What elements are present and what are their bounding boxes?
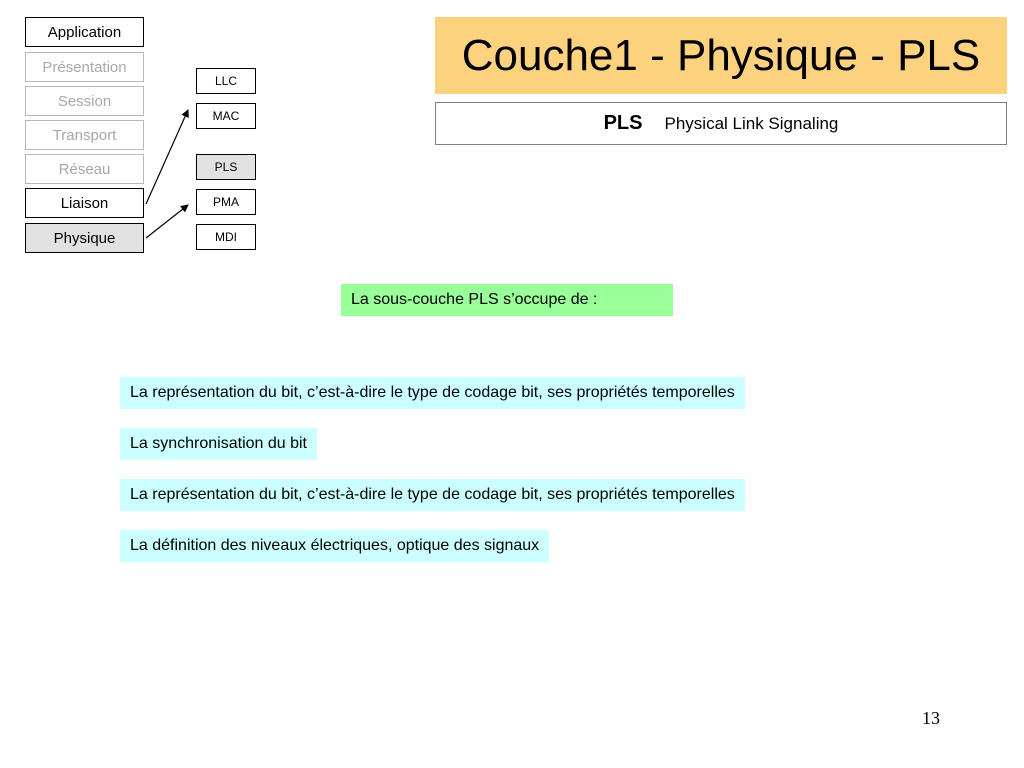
sublayer-mac: MAC: [196, 103, 256, 129]
pls-full-name: Physical Link Signaling: [664, 113, 839, 133]
osi-layer-transport: Transport: [25, 120, 144, 150]
sublayer-mdi: MDI: [196, 224, 256, 250]
slide-title: Couche1 - Physique - PLS: [435, 17, 1007, 94]
pls-definition-box: PLS Physical Link Signaling: [435, 102, 1007, 145]
osi-layer-session: Session: [25, 86, 144, 116]
sublayer-pma: PMA: [196, 189, 256, 215]
osi-layer-reseau: Réseau: [25, 154, 144, 184]
list-item: La représentation du bit, c’est-à-dire l…: [120, 479, 745, 511]
sublayer-llc: LLC: [196, 68, 256, 94]
arrow-physique-to-pma: [145, 204, 189, 239]
osi-layer-presentation: Présentation: [25, 52, 144, 82]
list-item: La synchronisation du bit: [120, 428, 317, 460]
osi-layer-liaison: Liaison: [25, 188, 144, 218]
osi-layer-physique: Physique: [25, 223, 144, 253]
intro-text: La sous-couche PLS s’occupe de :: [341, 284, 673, 316]
arrow-liaison-to-mac: [145, 109, 189, 205]
pls-abbreviation: PLS: [603, 112, 643, 134]
list-item: La définition des niveaux électriques, o…: [120, 530, 550, 562]
list-item: La représentation du bit, c’est-à-dire l…: [120, 377, 745, 409]
sublayer-pls: PLS: [196, 154, 256, 180]
sublayer-arrows: [145, 109, 189, 239]
page-number: 13: [922, 708, 940, 728]
osi-layer-application: Application: [25, 17, 144, 47]
